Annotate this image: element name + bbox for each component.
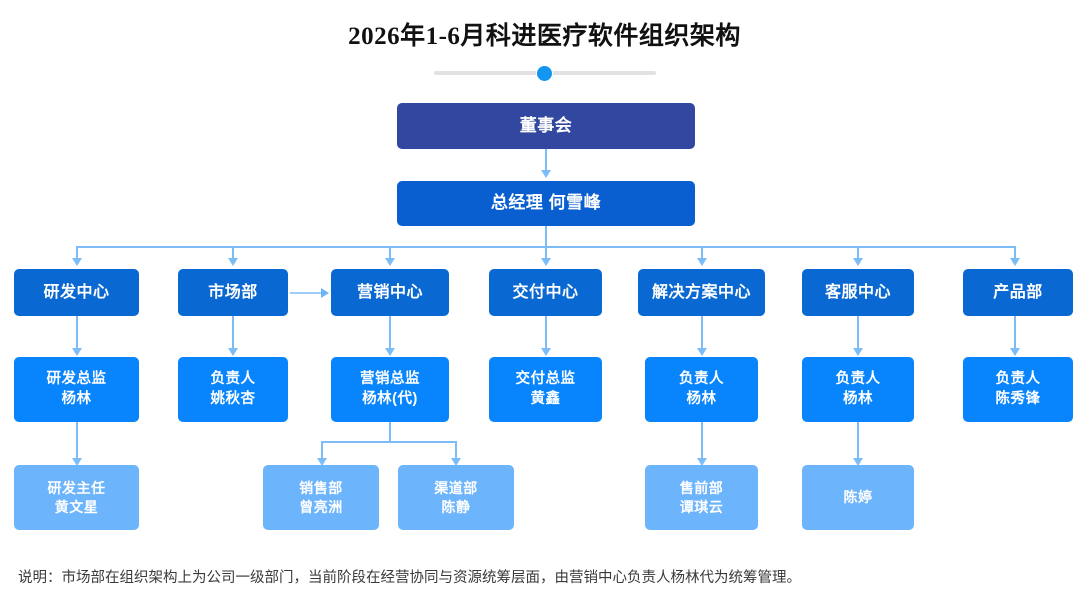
lead-title: 研发总监 (46, 370, 107, 387)
sub-name: 陈静 (441, 498, 471, 515)
node-department-marketing-center[interactable]: 营销中心 (331, 269, 449, 316)
connector-dept-to-lead-3 (389, 316, 391, 350)
lead-title: 负责人 (835, 370, 881, 387)
footnote-text: 说明：市场部在组织架构上为公司一级部门，当前阶段在经营协同与资源统筹层面，由营销… (18, 570, 801, 586)
sub-name: 曾亮洲 (299, 498, 343, 515)
node-lead-service-center[interactable]: 负责人 杨林 (802, 357, 914, 422)
page-title: 2026年1-6月科进医疗软件组织架构 (348, 23, 741, 50)
connector-lead-marketing-bar (321, 441, 456, 443)
connector-lead-to-sub-rd (76, 422, 78, 461)
node-department-solution-center[interactable]: 解决方案中心 (638, 269, 765, 316)
connector-board-to-gm (545, 149, 547, 172)
connector-dept-to-lead-6 (857, 316, 859, 350)
sub-title: 销售部 (299, 479, 343, 496)
sub-title: 售前部 (679, 479, 724, 496)
node-sub-channel-dept[interactable]: 渠道部 陈静 (398, 465, 514, 530)
connector-bus-drop-1 (76, 246, 78, 260)
arrow-down-icon-dept-7 (1010, 258, 1020, 266)
node-department-market-dept[interactable]: 市场部 (178, 269, 288, 316)
arrow-down-icon-lead-7 (1010, 348, 1020, 356)
arrow-down-icon-sub-sales (317, 458, 327, 466)
connector-dept-to-lead-7 (1014, 316, 1016, 350)
sub-name: 黄文星 (54, 498, 99, 515)
node-lead-delivery-center[interactable]: 交付总监 黄鑫 (489, 357, 602, 422)
arrow-down-icon-dept-1 (72, 258, 82, 266)
connector-lead-marketing-stem (389, 422, 391, 442)
arrow-down-icon-lead-3 (385, 348, 395, 356)
node-department-delivery-center[interactable]: 交付中心 (489, 269, 602, 316)
lead-title: 负责人 (679, 370, 724, 387)
node-board[interactable]: 董事会 (397, 103, 695, 149)
node-lead-product-dept[interactable]: 负责人 陈秀锋 (963, 357, 1073, 422)
arrow-down-icon-dept-5 (697, 258, 707, 266)
connector-bus-drop-6 (857, 246, 859, 260)
slider-thumb[interactable] (537, 66, 552, 81)
lead-name: 杨林 (843, 390, 873, 407)
node-department-service-center[interactable]: 客服中心 (802, 269, 914, 316)
connector-market-to-marketing (290, 292, 323, 294)
arrow-down-icon-lead-5 (697, 348, 707, 356)
arrow-down-icon-dept-3 (385, 258, 395, 266)
node-lead-market-dept[interactable]: 负责人 姚秋杏 (178, 357, 288, 422)
connector-bus-drop-2 (232, 246, 234, 260)
sub-title: 陈婷 (843, 489, 873, 506)
arrow-right-icon-market-to-marketing (321, 288, 329, 298)
arrow-down-icon-sub-service (853, 458, 863, 466)
arrow-down-icon-dept-4 (541, 258, 551, 266)
arrow-down-icon-sub-channel (451, 458, 461, 466)
node-department-product-dept[interactable]: 产品部 (963, 269, 1073, 316)
lead-title: 负责人 (210, 370, 256, 387)
node-lead-rd-center[interactable]: 研发总监 杨林 (14, 357, 139, 422)
node-sub-service-member[interactable]: 陈婷 (802, 465, 914, 530)
arrow-down-icon-gm (541, 170, 551, 178)
connector-marketing-sub-drop-sales (321, 441, 323, 460)
node-lead-solution-center[interactable]: 负责人 杨林 (645, 357, 758, 422)
lead-title: 负责人 (995, 370, 1041, 387)
arrow-down-icon-sub-rd (72, 458, 82, 466)
arrow-down-icon-sub-solution (697, 458, 707, 466)
lead-name: 黄鑫 (530, 390, 561, 407)
connector-dept-to-lead-2 (232, 316, 234, 350)
arrow-down-icon-lead-6 (853, 348, 863, 356)
lead-name: 杨林 (686, 390, 717, 407)
arrow-down-icon-lead-4 (541, 348, 551, 356)
lead-name: 陈秀锋 (995, 390, 1041, 407)
connector-marketing-sub-drop-channel (455, 441, 457, 460)
connector-dept-to-lead-5 (701, 316, 703, 350)
lead-name: 姚秋杏 (210, 390, 256, 407)
connector-bus-drop-5 (701, 246, 703, 260)
connector-dept-to-lead-4 (545, 316, 547, 350)
connector-bus-drop-3 (389, 246, 391, 260)
arrow-down-icon-lead-1 (72, 348, 82, 356)
arrow-down-icon-dept-2 (228, 258, 238, 266)
node-general-manager[interactable]: 总经理 何雪峰 (397, 181, 695, 226)
lead-name: 杨林 (61, 390, 92, 407)
sub-title: 渠道部 (434, 479, 478, 496)
node-sub-sales-dept[interactable]: 销售部 曾亮洲 (263, 465, 379, 530)
sub-title: 研发主任 (47, 479, 106, 496)
node-sub-rd-director[interactable]: 研发主任 黄文星 (14, 465, 139, 530)
lead-name: 杨林(代) (362, 390, 418, 407)
connector-lead-to-sub-solution (701, 422, 703, 461)
node-sub-presales-dept[interactable]: 售前部 谭琪云 (645, 465, 758, 530)
page-slider[interactable] (434, 64, 656, 82)
connector-lead-to-sub-service (857, 422, 859, 461)
connector-bus-drop-4 (545, 246, 547, 260)
lead-title: 交付总监 (515, 370, 576, 387)
connector-gm-to-bus (545, 226, 547, 248)
arrow-down-icon-lead-2 (228, 348, 238, 356)
node-lead-marketing-center[interactable]: 营销总监 杨林(代) (331, 357, 449, 422)
connector-dept-to-lead-1 (76, 316, 78, 350)
node-department-rd-center[interactable]: 研发中心 (14, 269, 139, 316)
connector-bus-drop-7 (1014, 246, 1016, 260)
sub-name: 谭琪云 (679, 498, 724, 515)
arrow-down-icon-dept-6 (853, 258, 863, 266)
lead-title: 营销总监 (360, 370, 420, 387)
